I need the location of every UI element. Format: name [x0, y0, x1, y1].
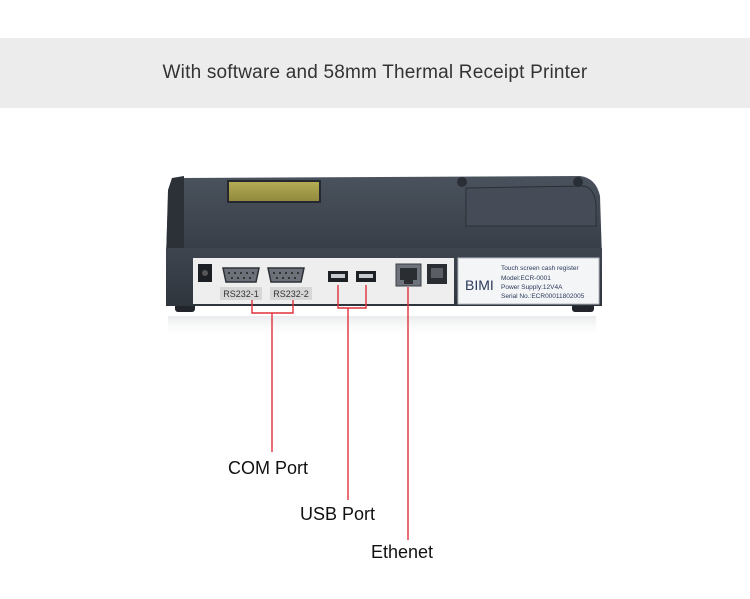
nameplate-line1: Touch screen cash register [501, 265, 580, 272]
banner-title: With software and 58mm Thermal Receipt P… [162, 62, 588, 83]
lcd-display [228, 181, 320, 202]
rs232-2-port [267, 267, 305, 283]
ethernet-port [395, 263, 422, 287]
lid-button-right [573, 177, 583, 187]
nameplate-line3: Power Supply:12V4A [501, 284, 563, 291]
usb-port-2 [356, 271, 376, 282]
lid-button-left [457, 177, 467, 187]
nameplate-brand: BIMI [465, 277, 494, 293]
usb-port-callout-line [337, 285, 367, 500]
rs232-1-label: RS232-1 [223, 289, 259, 299]
nameplate [457, 257, 600, 305]
nameplate-line4: Serial No.:ECR00011802005 [501, 293, 585, 300]
title-banner: With software and 58mm Thermal Receipt P… [0, 38, 750, 108]
nameplate-line2: Model:ECR-0001 [501, 275, 551, 282]
cash-drawer-port [427, 264, 447, 284]
com-port-callout-line [251, 300, 294, 452]
rs232-2-label-plate [270, 287, 312, 300]
rs232-1-port [222, 267, 260, 283]
device-left-hinge [166, 176, 184, 260]
device-reflection [168, 316, 596, 338]
com-port-label: COM Port [228, 458, 309, 478]
usb-port-label: USB Port [300, 504, 376, 524]
rs232-2-label: RS232-2 [273, 289, 309, 299]
ethernet-label: Ethenet [371, 542, 434, 562]
rs232-1-label-plate [220, 287, 262, 300]
printer-lid [465, 185, 597, 227]
usb-port-1 [328, 271, 348, 282]
